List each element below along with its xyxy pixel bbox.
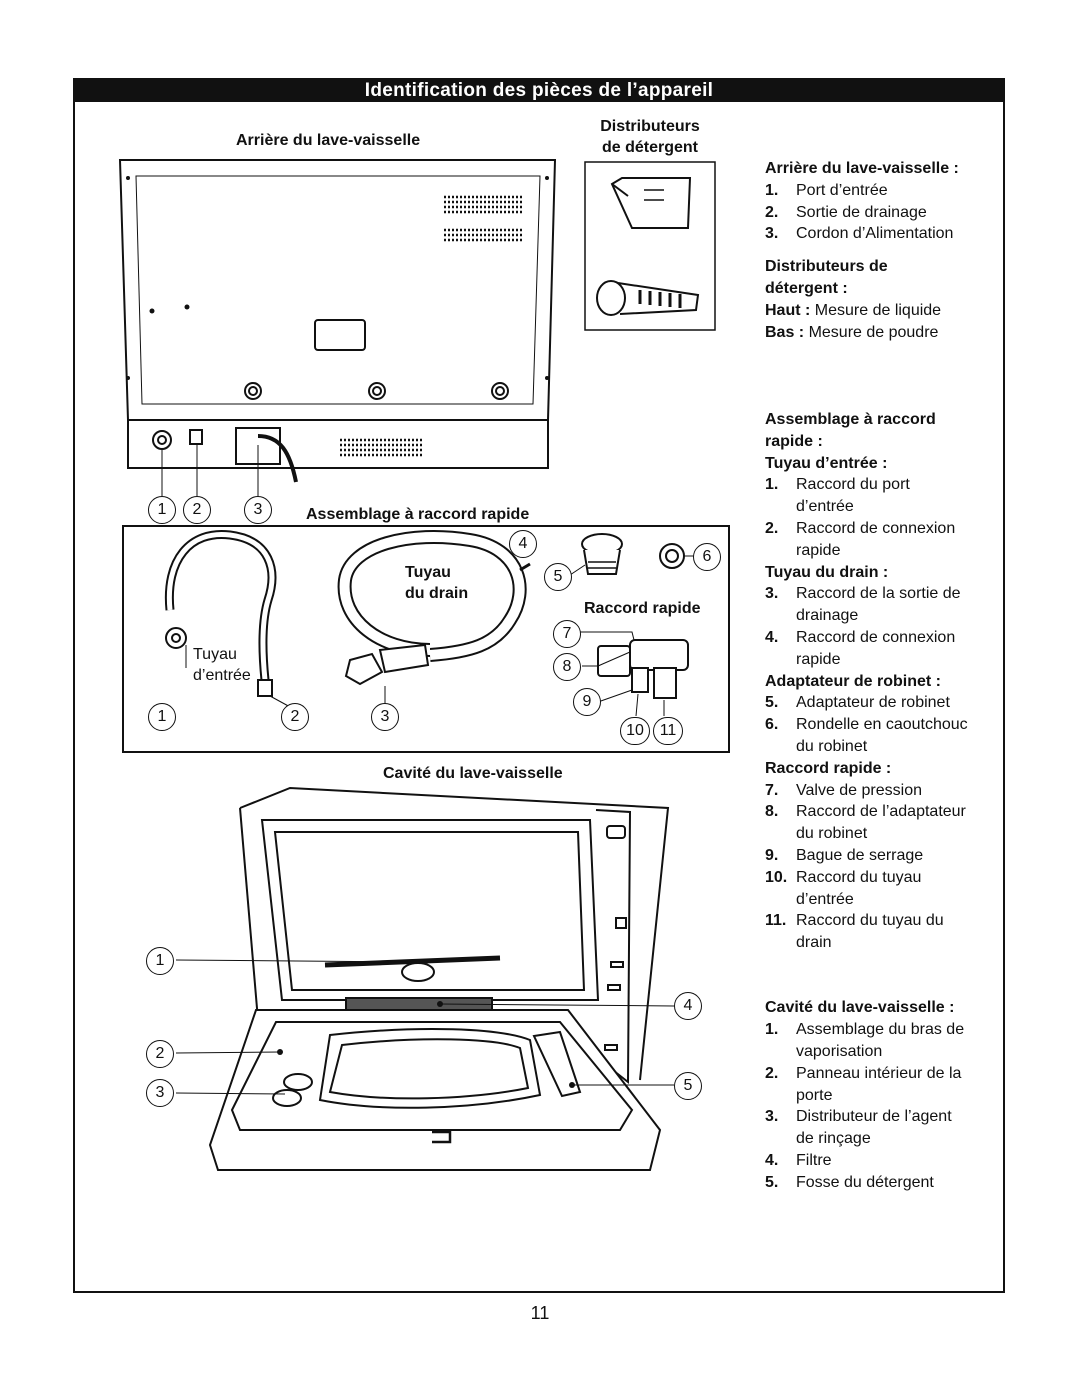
legend-cavity-heading: Cavité du lave-vaisselle : [765,999,955,1017]
callout-5: 5 [674,1072,702,1100]
callout-1: 1 [148,703,176,731]
drain-hose-label-line2: du drain [405,585,469,602]
legend-faucet-heading: Adaptateur de robinet : [765,672,942,690]
parts-legend: Arrière du lave-vaisselle : 1.Port d’ent… [765,158,1000,1194]
rear-figure-label: Arrière du lave-vaisselle [236,132,421,149]
legend-item: 5.Adaptateur de robinet [765,694,950,712]
callout-5: 5 [544,563,572,591]
callout-3: 3 [146,1079,174,1107]
legend-item: 3.Cordon d’Alimentation [765,225,954,243]
callout-4: 4 [509,530,537,558]
dispensers-label-line1: Distributeurs [600,118,700,135]
callout-3: 3 [371,703,399,731]
legend-rear-heading: Arrière du lave-vaisselle : [765,160,959,177]
callout-11: 11 [653,717,683,745]
callout-3: 3 [244,496,272,524]
callout-2: 2 [146,1040,174,1068]
callout-8: 8 [553,653,581,681]
dispensers-label-line2: de détergent [601,139,698,156]
legend-item: 9.Bague de serrage [765,846,924,864]
legend-dispenser-bottom: Bas : Mesure de poudre [765,323,939,341]
legend-item: 4.Filtre [765,1152,832,1170]
legend-dispenser-top: Haut : Mesure de liquide [765,301,942,319]
legend-connector-heading: Raccord rapide : [765,759,892,777]
legend-inlet-heading: Tuyau d’entrée : [765,454,888,472]
callout-10: 10 [620,717,650,745]
inlet-hose-label-line1: Tuyau [193,646,237,663]
legend-item: 1.Port d’entrée [765,181,888,199]
callout-4: 4 [674,992,702,1020]
page-title: Identification des pièces de l’appareil [75,80,1003,102]
callout-1: 1 [148,496,176,524]
callout-9: 9 [573,688,601,716]
callout-2: 2 [281,703,309,731]
callout-6: 6 [693,543,721,571]
legend-drain-heading: Tuyau du drain : [765,563,889,581]
callout-1: 1 [146,947,174,975]
cavity-figure-label: Cavité du lave-vaisselle [383,765,563,782]
inlet-hose-label-line2: d’entrée [193,667,251,684]
page-number: 11 [530,1303,550,1323]
dispensers-figure-label: Distributeurs de détergent [585,116,715,158]
quick-connect-figure-label: Assemblage à raccord rapide [306,506,530,523]
callout-7: 7 [553,620,581,648]
legend-item: 5.Fosse du détergent [765,1173,934,1191]
legend-item: 7.Valve de pression [765,781,922,799]
legend-item: 2.Sortie de drainage [765,203,927,221]
drain-hose-label-line1: Tuyau [405,564,451,581]
page-frame [73,78,1005,1293]
callout-2: 2 [183,496,211,524]
quick-connector-label: Raccord rapide [584,600,701,617]
